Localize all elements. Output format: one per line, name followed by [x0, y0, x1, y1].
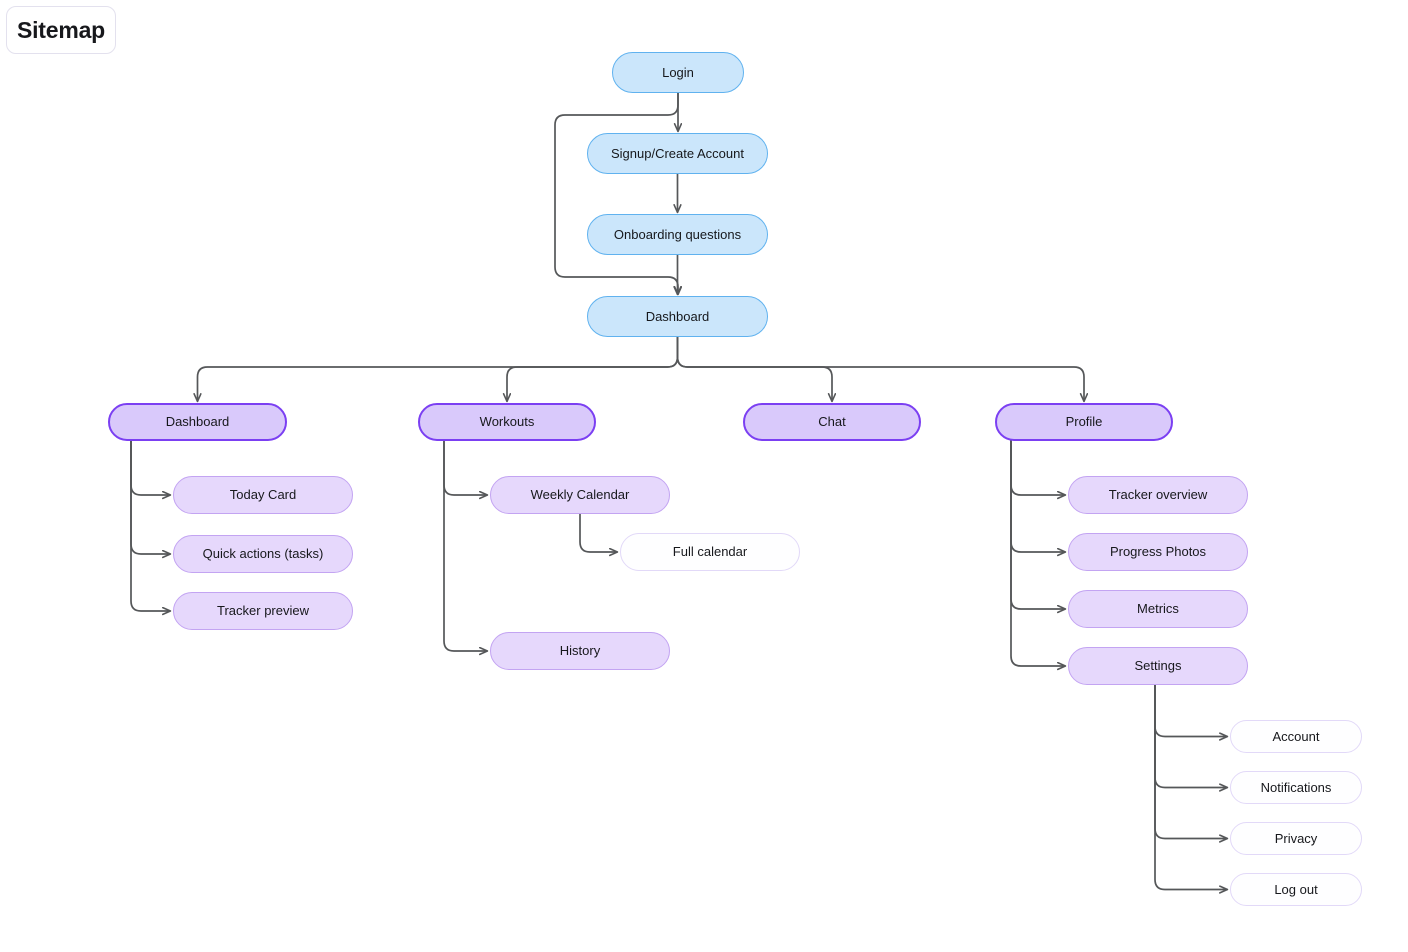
node-label: Dashboard	[165, 414, 230, 430]
node-label: Onboarding questions	[613, 226, 742, 242]
edge-login-bypass-dashboard	[554, 92, 678, 294]
node-label: History	[559, 643, 601, 659]
node-label: Login	[662, 64, 694, 80]
edge-sec-workouts-to-history	[443, 440, 487, 651]
edge-dashboard-to-sec-dashboard	[198, 336, 679, 401]
edge-sec-profile-to-metrics	[1010, 440, 1065, 609]
edge-sec-profile-to-settings	[1010, 440, 1065, 666]
node-today-card[interactable]: Today Card	[173, 476, 353, 514]
node-label: Notifications	[1260, 779, 1332, 795]
node-onboarding[interactable]: Onboarding questions	[587, 214, 768, 255]
edge-sec-profile-to-tracker-overview	[1010, 440, 1065, 495]
edge-sec-profile-to-progress-photos	[1010, 440, 1065, 552]
edge-sec-dashboard-to-tracker	[130, 440, 170, 611]
node-label: Account	[1272, 728, 1320, 744]
node-label: Tracker overview	[1108, 487, 1208, 503]
node-sec-profile[interactable]: Profile	[995, 403, 1173, 441]
edge-settings-to-logout	[1154, 684, 1227, 890]
node-progress-photos[interactable]: Progress Photos	[1068, 533, 1248, 571]
node-weekly-calendar[interactable]: Weekly Calendar	[490, 476, 670, 514]
node-full-calendar[interactable]: Full calendar	[620, 533, 800, 571]
node-sec-workouts[interactable]: Workouts	[418, 403, 596, 441]
node-sec-chat[interactable]: Chat	[743, 403, 921, 441]
node-notifications[interactable]: Notifications	[1230, 771, 1362, 804]
node-label: Tracker preview	[217, 603, 309, 619]
edge-sec-workouts-to-weekly	[443, 440, 487, 495]
node-logout[interactable]: Log out	[1230, 873, 1362, 906]
node-sec-dashboard[interactable]: Dashboard	[108, 403, 287, 441]
edge-settings-to-notifications	[1154, 684, 1227, 788]
page-title: Sitemap	[6, 6, 116, 54]
node-label: Dashboard	[645, 308, 710, 324]
node-tracker-preview[interactable]: Tracker preview	[173, 592, 353, 630]
node-label: Privacy	[1274, 830, 1318, 846]
node-label: Today Card	[229, 487, 297, 503]
node-label: Metrics	[1137, 601, 1179, 617]
edge-dashboard-to-sec-profile	[676, 336, 1085, 401]
node-label: Quick actions (tasks)	[202, 546, 324, 562]
edge-dashboard-to-sec-workouts	[507, 336, 679, 401]
node-label: Profile	[1065, 414, 1103, 430]
node-label: Workouts	[479, 414, 535, 430]
node-signup[interactable]: Signup/Create Account	[587, 133, 768, 174]
edge-weekly-to-full-calendar	[579, 513, 617, 552]
node-history[interactable]: History	[490, 632, 670, 670]
node-label: Signup/Create Account	[611, 145, 744, 161]
node-label: Settings	[1134, 658, 1182, 674]
node-label: Progress Photos	[1109, 544, 1207, 560]
edge-dashboard-to-sec-chat	[676, 336, 833, 401]
node-account[interactable]: Account	[1230, 720, 1362, 753]
node-tracker-overview[interactable]: Tracker overview	[1068, 476, 1248, 514]
edge-sec-dashboard-to-today	[130, 440, 170, 495]
node-privacy[interactable]: Privacy	[1230, 822, 1362, 855]
node-label: Chat	[818, 414, 846, 430]
node-label: Full calendar	[672, 544, 748, 560]
node-settings[interactable]: Settings	[1068, 647, 1248, 685]
edge-settings-to-privacy	[1154, 684, 1227, 839]
node-login[interactable]: Login	[612, 52, 744, 93]
edge-settings-to-account	[1154, 684, 1227, 737]
node-label: Weekly Calendar	[530, 487, 630, 503]
edge-sec-dashboard-to-quick-actions	[130, 440, 170, 554]
node-label: Log out	[1274, 881, 1318, 897]
node-dashboard-hub[interactable]: Dashboard	[587, 296, 768, 337]
node-metrics[interactable]: Metrics	[1068, 590, 1248, 628]
node-quick-actions[interactable]: Quick actions (tasks)	[173, 535, 353, 573]
